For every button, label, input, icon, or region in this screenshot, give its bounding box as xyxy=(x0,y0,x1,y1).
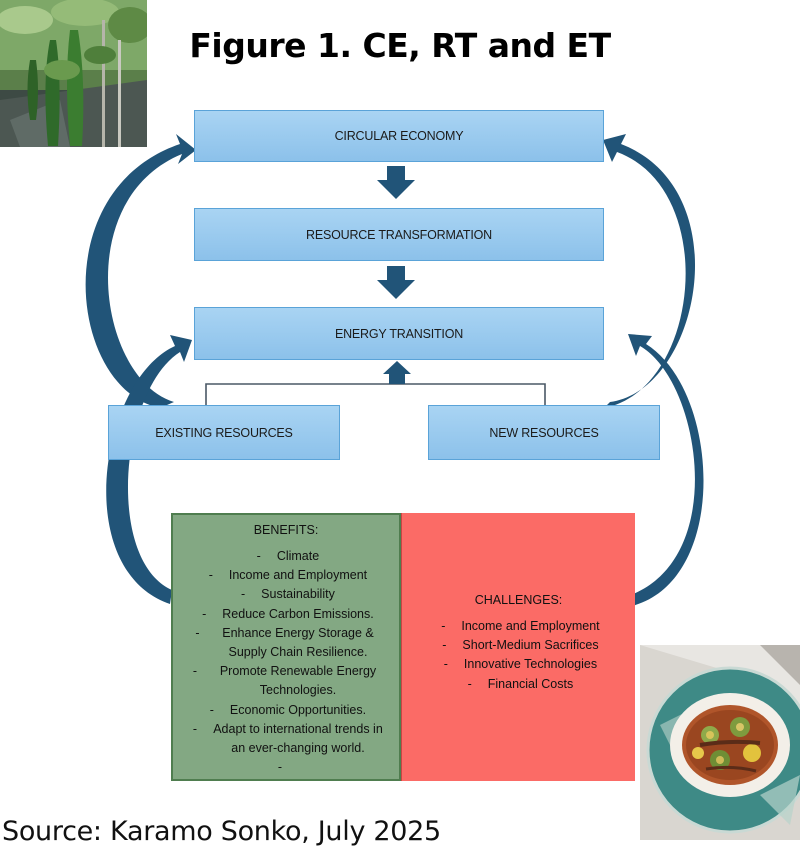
benefit-item: -Reduce Carbon Emissions. xyxy=(202,606,374,621)
challenge-item: -Financial Costs xyxy=(467,676,574,691)
arrow-existing-to-ce xyxy=(85,134,196,408)
arrow-rt-to-et xyxy=(377,266,415,299)
benefits-list: -Climate -Income and Employment -Sustain… xyxy=(173,547,399,777)
arrow-new-to-ce xyxy=(603,134,696,408)
benefit-item: - xyxy=(277,760,282,775)
benefits-panel: BENEFITS: -Climate -Income and Employmen… xyxy=(171,513,401,781)
challenges-heading: CHALLENGES: xyxy=(474,593,563,607)
arrow-ce-to-rt xyxy=(377,166,415,199)
benefit-item: -Adapt to international trends in an eve… xyxy=(192,721,383,756)
resources-connector xyxy=(205,383,546,405)
existing-resources-box: EXISTING RESOURCES xyxy=(108,405,340,460)
arrow-benefits-to-et xyxy=(106,335,192,604)
benefit-item: -Climate xyxy=(256,549,320,563)
benefit-item: -Enhance Energy Storage & Supply Chain R… xyxy=(195,625,374,660)
arrow-resources-to-et xyxy=(383,361,411,384)
arrow-challenges-to-et xyxy=(628,334,704,606)
benefit-item: -Sustainability xyxy=(241,587,335,602)
circular-economy-box: CIRCULAR ECONOMY xyxy=(194,110,604,162)
benefit-item: -Promote Renewable Energy Technologies. xyxy=(192,664,377,698)
resource-transformation-box: RESOURCE TRANSFORMATION xyxy=(194,208,604,261)
challenges-panel: CHALLENGES: -Income and Employment -Shor… xyxy=(401,513,635,781)
energy-transition-box: ENERGY TRANSITION xyxy=(194,307,604,360)
benefit-item: -Income and Employment xyxy=(208,568,368,583)
benefit-item: -Economic Opportunities. xyxy=(209,702,367,717)
bitter-gourd-stew-dish-photo xyxy=(640,645,800,840)
figure-title: Figure 1. CE, RT and ET xyxy=(189,26,611,65)
challenge-item: -Short-Medium Sacrifices xyxy=(442,638,599,653)
challenges-list: -Income and Employment -Short-Medium Sac… xyxy=(402,617,635,694)
bitter-gourd-plants-photo xyxy=(0,0,147,147)
challenge-item: -Income and Employment xyxy=(441,619,600,633)
new-resources-box: NEW RESOURCES xyxy=(428,405,660,460)
benefits-heading: BENEFITS: xyxy=(253,523,319,537)
challenge-item: -Innovative Technologies xyxy=(443,657,598,672)
source-caption: Source: Karamo Sonko, July 2025 xyxy=(2,816,441,847)
